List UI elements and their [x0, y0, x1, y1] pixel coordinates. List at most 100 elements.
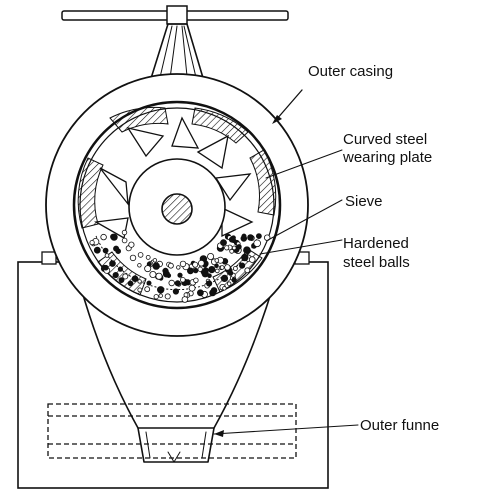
steel-ball: [110, 233, 118, 241]
outer-funnel-spout: [137, 427, 215, 463]
label-balls-2: steel balls: [343, 254, 410, 271]
steel-ball: [202, 267, 209, 274]
steel-ball: [177, 272, 183, 278]
steel-ball: [109, 260, 116, 267]
steel-ball: [247, 234, 254, 241]
steel-ball: [137, 287, 143, 293]
steel-ball: [183, 292, 189, 298]
steel-ball: [128, 241, 135, 248]
steel-ball: [137, 252, 144, 258]
steel-ball: [192, 261, 199, 268]
label-balls-1: Hardened: [343, 235, 409, 252]
steel-ball: [226, 281, 232, 286]
steel-ball: [214, 258, 220, 263]
steel-ball: [121, 229, 128, 236]
steel-ball: [174, 280, 181, 287]
steel-ball: [89, 240, 95, 246]
steel-ball: [264, 234, 271, 241]
steel-ball: [179, 260, 187, 268]
steel-ball: [185, 281, 191, 286]
steel-ball: [193, 277, 199, 283]
steel-ball: [144, 265, 152, 273]
steel-ball: [102, 247, 109, 254]
steel-ball: [149, 270, 157, 278]
steel-ball: [156, 286, 165, 294]
steel-ball: [100, 233, 107, 241]
steel-ball: [231, 235, 236, 241]
steel-ball: [176, 265, 181, 270]
steel-ball: [118, 277, 125, 284]
steel-ball: [236, 244, 242, 250]
steel-ball: [255, 233, 262, 240]
steel-ball: [121, 237, 128, 244]
steel-ball: [155, 272, 163, 280]
steel-ball: [112, 271, 119, 279]
steel-ball: [239, 262, 246, 269]
steel-ball: [232, 266, 238, 271]
steel-ball: [222, 286, 227, 291]
label-sieve: Sieve: [345, 193, 383, 210]
label-outer-funnel: Outer funne: [360, 417, 439, 434]
steel-ball: [131, 275, 139, 283]
label-curved-plate-1: Curved steel: [343, 131, 427, 148]
outer-casing-arrowhead: [272, 115, 282, 124]
wearing-plates: [77, 106, 277, 296]
feed-handle: [61, 5, 289, 25]
steel-ball: [253, 239, 262, 248]
steel-ball: [168, 279, 175, 287]
steel-ball: [248, 256, 256, 263]
steel-ball: [152, 258, 158, 263]
steel-ball: [198, 259, 205, 267]
steel-ball: [206, 280, 213, 287]
steel-ball: [103, 264, 109, 271]
steel-ball: [208, 265, 216, 274]
steel-ball: [137, 263, 142, 268]
steel-ball: [172, 288, 179, 295]
steel-ball: [115, 248, 121, 255]
steel-ball: [129, 254, 137, 262]
steel-ball: [207, 273, 212, 279]
steel-ball: [144, 286, 151, 293]
steel-ball: [164, 293, 171, 300]
steel-ball: [220, 239, 227, 247]
steel-ball: [181, 296, 189, 303]
funnel-arrowhead: [214, 430, 224, 437]
steel-ball: [127, 280, 134, 287]
steel-ball: [224, 264, 231, 271]
leader-lines: [213, 89, 359, 437]
steel-ball: [224, 245, 230, 251]
steel-ball: [186, 267, 194, 275]
steel-ball: [167, 262, 174, 269]
steel-ball: [188, 284, 196, 292]
steel-ball: [104, 253, 110, 258]
steel-ball: [122, 273, 129, 280]
steel-ball: [209, 289, 217, 297]
steel-ball: [229, 248, 235, 254]
steel-ball: [146, 280, 152, 286]
label-outer-casing: Outer casing: [308, 63, 393, 80]
steel-ball: [137, 279, 142, 284]
steel-ball: [207, 252, 215, 260]
steel-ball: [241, 233, 247, 239]
steel-ball: [192, 267, 199, 274]
steel-ball: [158, 293, 163, 298]
rotor-blades: [93, 116, 254, 240]
steel-ball: [241, 253, 249, 262]
steel-ball: [152, 262, 160, 270]
steel-ball: [153, 294, 159, 300]
steel-ball: [117, 266, 124, 272]
steel-ball: [162, 270, 170, 278]
steel-ball: [243, 246, 251, 255]
steel-ball: [231, 277, 237, 283]
label-curved-plate-2: wearing plate: [342, 149, 432, 166]
steel-ball: [197, 266, 203, 272]
steel-ball: [215, 268, 220, 274]
steel-ball: [244, 267, 251, 274]
steel-ball: [180, 276, 186, 283]
steel-ball: [214, 263, 219, 269]
steel-ball: [231, 245, 237, 251]
steel-ball: [93, 246, 101, 254]
steel-ball: [145, 254, 151, 260]
steel-ball: [196, 289, 204, 297]
